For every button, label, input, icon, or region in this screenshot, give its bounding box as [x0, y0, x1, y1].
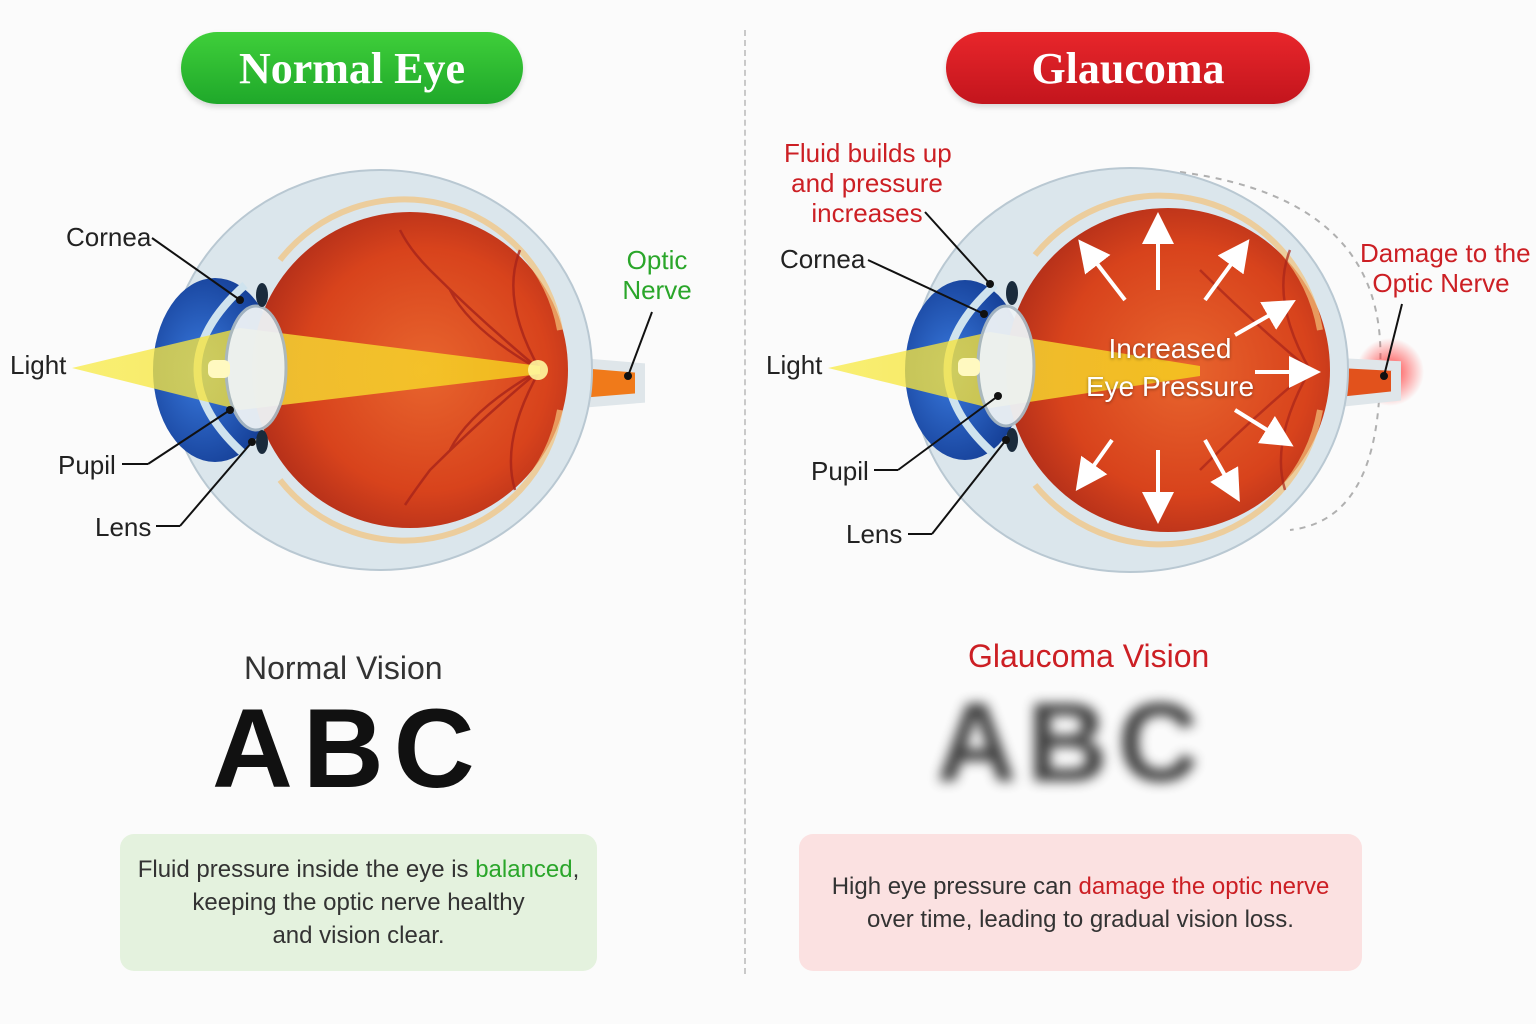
- normal-note-line1: Fluid pressure inside the eye is balance…: [120, 853, 597, 886]
- label-cornea-glaucoma: Cornea: [780, 244, 866, 274]
- label-damage-optic-nerve: Damage to the Optic Nerve: [1360, 238, 1531, 298]
- center-divider: [744, 30, 746, 974]
- glaucoma-eye-illustration: [828, 167, 1424, 573]
- label-optic-nerve-line1: Optic: [626, 245, 688, 275]
- lens-glaucoma: [976, 304, 1036, 428]
- normal-callout-lines: [122, 237, 653, 527]
- normal-note-part2: ,: [572, 856, 580, 883]
- normal-eye-title: Normal Eye: [181, 32, 523, 104]
- glaucoma-note-highlight: damage the optic nerve: [1078, 872, 1330, 900]
- label-pupil: Pupil: [58, 450, 116, 480]
- label-damage-line2: Optic Nerve: [1372, 268, 1510, 298]
- glaucoma-callout-lines: [867, 211, 1403, 535]
- light-beam: [72, 328, 540, 410]
- label-pupil-glaucoma: Pupil: [811, 456, 869, 486]
- glaucoma-vision-letters-blurred: ABC: [936, 680, 1209, 805]
- normal-eye-illustration: [72, 169, 653, 571]
- normal-note-line2: keeping the optic nerve healthy: [192, 889, 525, 916]
- normal-note-line3: and vision clear.: [272, 922, 445, 949]
- label-pressure-line1: Increased: [1108, 333, 1232, 364]
- label-fluid-line3: increases: [811, 198, 923, 228]
- glaucoma-explanation-box: High eye pressure can damage the optic n…: [799, 834, 1362, 971]
- normal-note-part1: Fluid pressure inside the eye is: [137, 856, 476, 883]
- label-optic-nerve-line2: Nerve: [622, 275, 692, 305]
- glaucoma-title: Glaucoma: [946, 32, 1310, 104]
- glaucoma-note-part1: High eye pressure can: [831, 872, 1079, 900]
- normal-vision-letters: ABC: [212, 686, 485, 811]
- label-pressure-line2: Eye Pressure: [1085, 371, 1255, 402]
- blood-vessels: [398, 229, 542, 506]
- label-fluid-builds-up: Fluid builds up and pressure increases: [784, 138, 952, 228]
- label-light: Light: [10, 350, 67, 380]
- normal-vision-title: Normal Vision: [244, 650, 443, 686]
- glaucoma-note-line2: over time, leading to gradual vision los…: [867, 905, 1294, 933]
- pressure-arrows: [1075, 212, 1321, 524]
- label-lens-glaucoma: Lens: [846, 519, 903, 549]
- label-lens: Lens: [95, 512, 152, 542]
- label-fluid-line2: and pressure: [791, 168, 943, 198]
- label-increased-pressure: Increased Eye Pressure: [1082, 330, 1258, 406]
- label-light-glaucoma: Light: [766, 350, 823, 380]
- normal-note-highlight: balanced: [475, 856, 573, 883]
- glaucoma-note-line1: High eye pressure can damage the optic n…: [799, 870, 1362, 903]
- glaucoma-vision-title: Glaucoma Vision: [968, 638, 1210, 674]
- normal-explanation-box: Fluid pressure inside the eye is balance…: [120, 834, 597, 971]
- bulge-outline: [1179, 171, 1382, 531]
- label-cornea: Cornea: [66, 222, 152, 252]
- label-damage-line1: Damage to the: [1360, 238, 1531, 268]
- lens: [224, 304, 288, 432]
- label-optic-nerve: Optic Nerve: [622, 245, 692, 305]
- label-fluid-line1: Fluid builds up: [784, 138, 952, 168]
